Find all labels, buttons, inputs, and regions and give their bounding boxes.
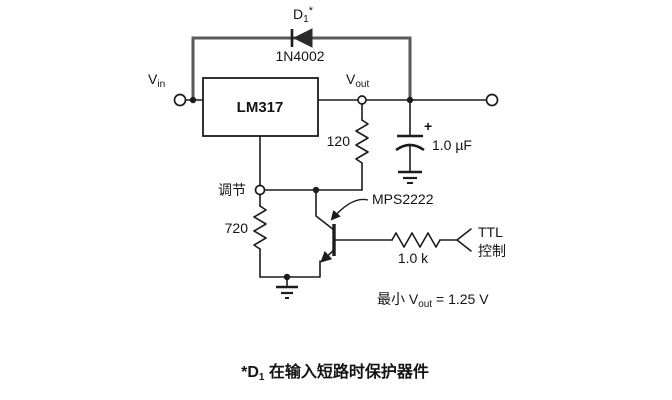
- ttl-label-line1: TTL: [478, 224, 503, 240]
- min-vout-suffix: = 1.25 V: [432, 291, 489, 307]
- feedback-resistor-label: 120: [327, 133, 351, 149]
- vin-label-main: V: [148, 71, 158, 87]
- adjust-pin-label: 调节: [218, 182, 246, 198]
- caption-text: 在输入短路时保护器件: [264, 362, 428, 381]
- vin-label: Vin: [148, 71, 165, 90]
- capacitor-plate-bottom: [395, 143, 425, 152]
- feedback-resistor: [355, 119, 369, 164]
- output-terminal: [485, 93, 499, 107]
- base-resistor: [391, 232, 441, 248]
- regulator-box: [202, 77, 319, 137]
- diode-ref-label: D1*: [293, 5, 314, 25]
- diode-ref-main: D: [293, 6, 303, 22]
- vout-label-main: V: [346, 71, 356, 87]
- ttl-input-chevron-icon: [456, 228, 472, 252]
- ttl-label-line2: 控制: [478, 243, 506, 259]
- transistor-pointer-arrow-icon: [330, 198, 369, 221]
- diode-ref-sub: 1: [303, 14, 309, 25]
- diode-ref-star: *: [309, 5, 314, 17]
- adjust-resistor: [253, 205, 267, 250]
- adjust-terminal: [254, 184, 266, 196]
- adjust-resistor-label: 720: [225, 220, 249, 236]
- figure-caption: *D1 在输入短路时保护器件: [241, 362, 429, 383]
- vin-label-sub: in: [157, 79, 165, 90]
- transistor-collector-wire: [315, 189, 335, 231]
- capacitor-polarity-label: +: [424, 118, 432, 134]
- junction-dot-input: [189, 96, 197, 104]
- caption-prefix: *D: [241, 364, 259, 381]
- min-vout-prefix: 最小 V: [377, 291, 419, 307]
- min-vout-note: 最小 Vout = 1.25 V: [377, 291, 489, 310]
- min-vout-sub: out: [418, 299, 432, 310]
- protection-diode-icon: [292, 28, 313, 48]
- capacitor-value-label: 1.0 µF: [432, 137, 472, 153]
- vout-label: Vout: [346, 71, 369, 90]
- input-terminal: [173, 93, 187, 107]
- diode-part-label: 1N4002: [275, 48, 324, 64]
- base-resistor-label: 1.0 k: [398, 250, 429, 266]
- vout-node: [357, 95, 367, 105]
- emitter-ground-wire: [259, 260, 321, 278]
- caption-sub: 1: [259, 372, 265, 383]
- regulator-label: LM317: [237, 99, 284, 116]
- vout-label-sub: out: [355, 79, 369, 90]
- transistor-emitter-arrow: [320, 249, 335, 263]
- transistor-label: MPS2222: [372, 191, 434, 207]
